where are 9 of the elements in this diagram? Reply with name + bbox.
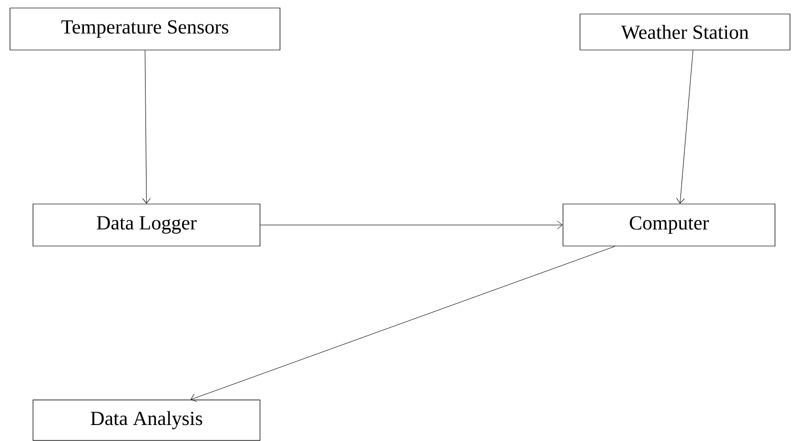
process-box: Weather Station bbox=[580, 14, 790, 50]
process-box: Data Logger bbox=[32, 204, 260, 246]
process-box: Temperature Sensors bbox=[10, 8, 280, 50]
process-box: Computer bbox=[562, 204, 776, 246]
arrow bbox=[260, 220, 563, 230]
arrow bbox=[190, 246, 616, 402]
process-box: Data Analysis bbox=[32, 400, 260, 441]
arrow bbox=[142, 50, 151, 204]
arrow bbox=[676, 50, 694, 204]
